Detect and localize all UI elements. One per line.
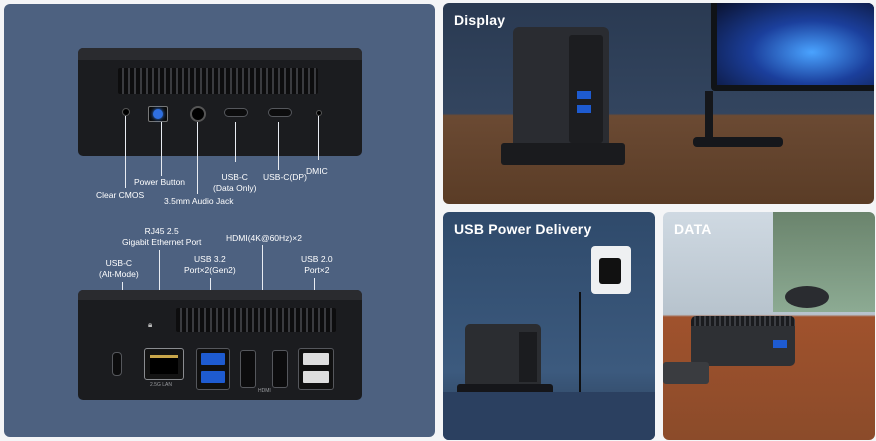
data-title: DATA [674, 221, 712, 237]
usb-power-delivery-photo-panel: USB Power Delivery [443, 212, 655, 440]
usbc-data-label: USB-C (Data Only) [213, 172, 257, 193]
audio-jack-label: 3.5mm Audio Jack [164, 196, 234, 206]
lock-icon: 🔒︎ [148, 320, 153, 329]
clear-cmos-hole [122, 108, 130, 116]
wall-outlet [591, 246, 631, 294]
rj45-label: RJ45 2.5 Gigabit Ethernet Port [122, 226, 202, 247]
hdmi-port-2 [272, 350, 288, 388]
power-button [148, 106, 168, 122]
usbc-dp-port [268, 108, 292, 117]
data-photo-panel: DATA [663, 212, 875, 440]
usb20-label: USB 2.0 Port×2 [301, 254, 333, 275]
usbc-alt-label: USB-C (Alt-Mode) [99, 258, 139, 279]
hdmi-port-1 [240, 350, 256, 388]
dmic-hole [316, 110, 322, 116]
monitor-image [711, 3, 874, 91]
front-device-view [78, 48, 362, 156]
display-title: Display [454, 12, 506, 28]
external-drive [663, 362, 709, 384]
clear-cmos-label: Clear CMOS [96, 190, 145, 200]
rj45-port [144, 348, 184, 380]
audio-jack-port [190, 106, 206, 122]
stand-base [501, 143, 625, 165]
front-vent [118, 68, 318, 94]
usbc-data-port [224, 108, 248, 117]
mini-pc-pd [465, 324, 541, 388]
usbc-dp-label: USB-C(DP) [263, 172, 307, 182]
lan-mark: 2.5G LAN [150, 382, 172, 388]
hdmi-mark: HDMI [258, 388, 271, 394]
display-photo-panel: Display [443, 3, 874, 204]
dmic-label: DMIC [306, 166, 328, 176]
usb32-label: USB 3.2 Port×2(Gen2) [184, 254, 236, 275]
usb-pd-title: USB Power Delivery [454, 221, 592, 237]
port-diagram-panel: Clear CMOS Power Button 3.5mm Audio Jack… [4, 4, 435, 437]
usb32-port-stack [196, 348, 230, 390]
usb20-port-stack [298, 348, 334, 390]
hdmi-label: HDMI(4K@60Hz)×2 [226, 233, 302, 243]
mini-pc-vertical [513, 27, 609, 151]
usbc-alt-port [112, 352, 122, 376]
power-button-label: Power Button [134, 177, 186, 187]
rear-vent [176, 308, 336, 332]
mouse-image [785, 286, 829, 308]
mini-pc-horizontal [691, 316, 795, 366]
rear-device-view: 🔒︎ 2.5G LAN HDMI [78, 290, 362, 400]
